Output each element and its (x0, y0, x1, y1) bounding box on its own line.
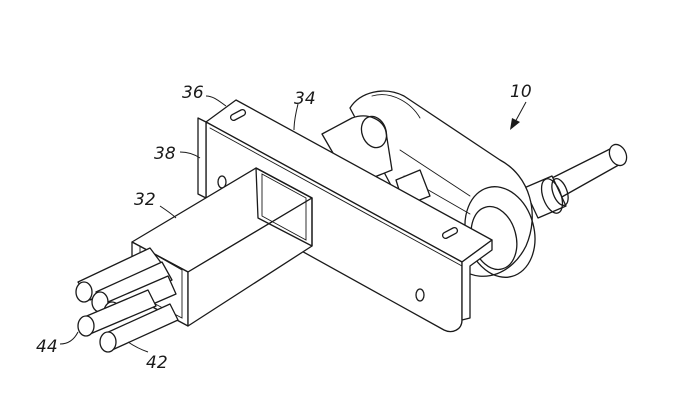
label-plate: 34 (294, 89, 316, 109)
label-tube: 32 (134, 190, 156, 210)
label-flange: 38 (154, 144, 176, 164)
leader-38 (179, 151, 201, 159)
label-plate-end: 36 (182, 83, 204, 103)
rod-bundle (75, 247, 179, 353)
label-assembly: 10 (510, 82, 532, 102)
leader-42 (127, 341, 149, 353)
mounting-plate (197, 99, 493, 333)
leader-32 (159, 205, 177, 219)
label-rods-lower: 42 (146, 353, 168, 373)
leader-44 (59, 331, 79, 345)
leader-34 (293, 103, 299, 131)
assembly-arrow (510, 101, 527, 130)
label-rods-left: 44 (36, 337, 58, 357)
square-tube (131, 167, 313, 327)
leader-36 (205, 95, 227, 107)
